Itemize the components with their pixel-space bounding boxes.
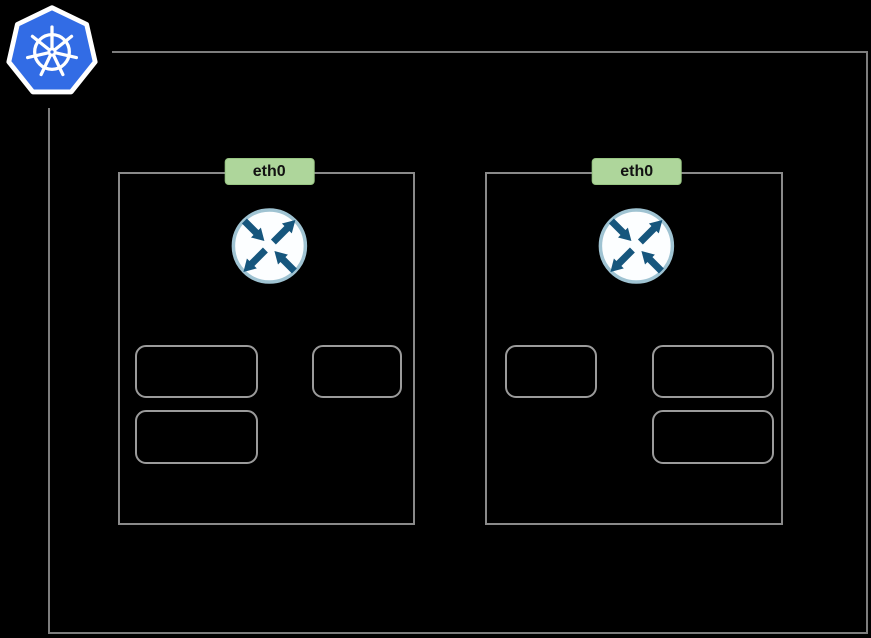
node-box-left: eth0 (118, 158, 415, 525)
interface-badge: eth0 (224, 158, 315, 185)
router-icon (598, 208, 675, 284)
empty-resource-box (312, 345, 402, 398)
empty-resource-box (135, 345, 258, 398)
empty-resource-box (135, 410, 258, 464)
empty-resource-box (652, 410, 774, 464)
cluster-boundary-box (48, 51, 868, 634)
kubernetes-logo-container (0, 0, 112, 108)
empty-resource-box (652, 345, 774, 398)
kubernetes-icon (6, 5, 98, 95)
empty-resource-box (505, 345, 597, 398)
interface-badge: eth0 (591, 158, 682, 185)
router-icon (231, 208, 307, 284)
node-box-right: eth0 (485, 158, 783, 525)
